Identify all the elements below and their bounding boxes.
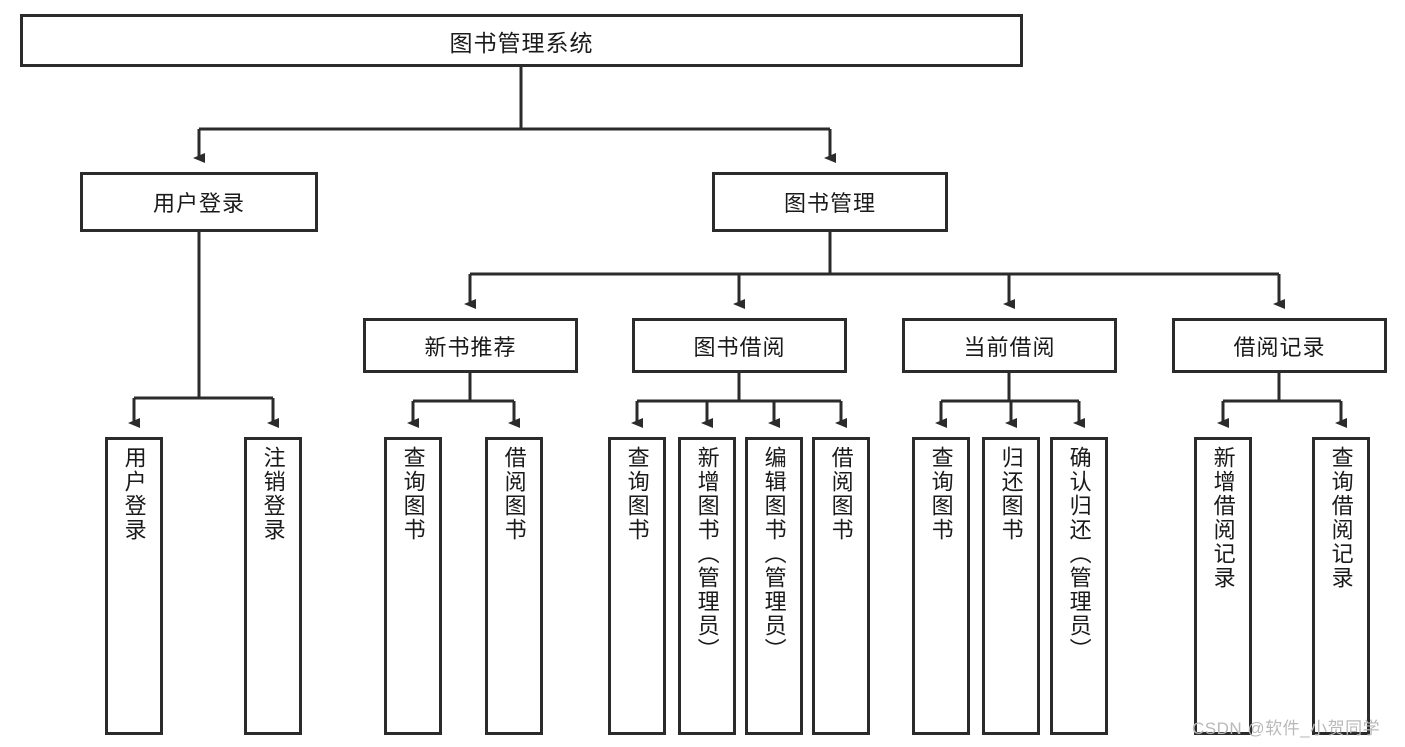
node-label: 查询图书	[928, 446, 954, 542]
node-book-management[interactable]: 图书管理	[712, 172, 948, 232]
node-current-borrow[interactable]: 当前借阅	[902, 318, 1117, 373]
leaf-user-login-signin[interactable]: 用户登录	[105, 437, 163, 735]
leaf-current-return-book[interactable]: 归还图书	[982, 437, 1040, 735]
node-label: 新书推荐	[424, 334, 517, 360]
leaf-borrow-query-book[interactable]: 查询图书	[608, 437, 666, 735]
node-label: 查询借阅记录	[1328, 446, 1354, 590]
node-label: 新增图书（管理员）	[694, 446, 720, 662]
node-label: 借阅图书	[828, 446, 854, 542]
node-label: 新增借阅记录	[1210, 446, 1236, 590]
node-label: 查询图书	[624, 446, 650, 542]
node-label: 借阅图书	[501, 446, 527, 542]
node-new-book-recommend[interactable]: 新书推荐	[363, 318, 578, 373]
leaf-record-query-record[interactable]: 查询借阅记录	[1312, 437, 1370, 735]
leaf-current-confirm-return[interactable]: 确认归还（管理员）	[1050, 437, 1108, 735]
leaf-record-add-record[interactable]: 新增借阅记录	[1194, 437, 1252, 735]
leaf-borrow-add-book[interactable]: 新增图书（管理员）	[678, 437, 736, 735]
node-label: 用户登录	[152, 191, 245, 216]
leaf-recommend-query-book[interactable]: 查询图书	[384, 437, 442, 735]
leaf-user-login-signout[interactable]: 注销登录	[244, 437, 302, 735]
leaf-borrow-borrow-book[interactable]: 借阅图书	[812, 437, 870, 735]
node-root-system[interactable]: 图书管理系统	[20, 14, 1023, 67]
node-label: 确认归还（管理员）	[1066, 446, 1092, 662]
node-label: 借阅记录	[1233, 334, 1326, 360]
node-label: 图书管理系统	[449, 29, 594, 56]
node-label: 注销登录	[260, 446, 286, 542]
leaf-recommend-borrow-book[interactable]: 借阅图书	[485, 437, 543, 735]
node-label: 图书借阅	[693, 334, 786, 360]
watermark-text: CSDN @软件_小贺同学	[1192, 719, 1381, 738]
leaf-current-query-book[interactable]: 查询图书	[912, 437, 970, 735]
node-label: 当前借阅	[963, 334, 1056, 360]
node-book-borrow[interactable]: 图书借阅	[632, 318, 847, 373]
node-label: 图书管理	[783, 191, 876, 216]
node-user-login[interactable]: 用户登录	[80, 172, 318, 232]
node-label: 编辑图书（管理员）	[761, 446, 787, 662]
node-borrow-record[interactable]: 借阅记录	[1172, 318, 1387, 373]
node-label: 查询图书	[400, 446, 426, 542]
node-label: 用户登录	[121, 446, 147, 542]
node-label: 归还图书	[998, 446, 1024, 542]
leaf-borrow-edit-book[interactable]: 编辑图书（管理员）	[745, 437, 803, 735]
